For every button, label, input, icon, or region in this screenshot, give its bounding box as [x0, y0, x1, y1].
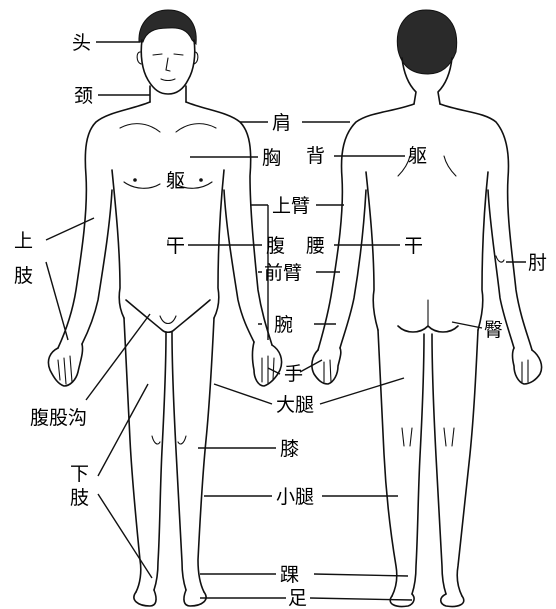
- front-hair: [139, 10, 196, 44]
- label-trunk-back2: 干: [404, 235, 423, 257]
- label-trunk-back: 躯: [408, 145, 427, 167]
- label-trunk-front2: 干: [166, 235, 185, 257]
- front-right-hand: [253, 342, 282, 386]
- front-torso-outline: [58, 102, 272, 348]
- label-trunk-front: 躯: [166, 170, 185, 192]
- label-waist: 腰: [306, 235, 325, 257]
- label-buttock: 臀: [484, 319, 503, 341]
- label-upper-arm: 上臂: [272, 195, 310, 217]
- label-forearm: 前臂: [264, 262, 302, 284]
- label-ankle: 踝: [280, 564, 299, 586]
- label-back: 背: [306, 145, 325, 167]
- label-lower-limb-2: 肢: [70, 487, 89, 509]
- label-chest: 胸: [262, 147, 281, 169]
- label-foot: 足: [288, 587, 307, 609]
- label-elbow: 肘: [528, 252, 547, 274]
- label-head: 头: [72, 32, 91, 54]
- label-upper-limb-1: 上: [14, 230, 33, 252]
- front-legs: [124, 318, 214, 592]
- label-knee: 膝: [280, 438, 299, 460]
- label-upper-limb-2: 肢: [14, 265, 33, 287]
- label-shoulder: 肩: [272, 112, 291, 134]
- back-figure: [312, 10, 542, 607]
- label-thigh: 大腿: [276, 394, 314, 416]
- label-wrist: 腕: [274, 314, 293, 336]
- labels: 头 颈 肩 胸 背 躯 躯 上臂 上 肢 干 腹 腰 干 前臂 肘 腕 臀 手 …: [14, 32, 547, 609]
- back-hair: [397, 10, 456, 74]
- label-groin: 腹股沟: [30, 407, 87, 429]
- label-abdomen: 腹: [266, 235, 285, 257]
- label-lower-limb-1: 下: [70, 463, 89, 485]
- label-hand: 手: [284, 363, 303, 385]
- label-neck: 颈: [74, 85, 93, 107]
- label-calf: 小腿: [276, 486, 314, 508]
